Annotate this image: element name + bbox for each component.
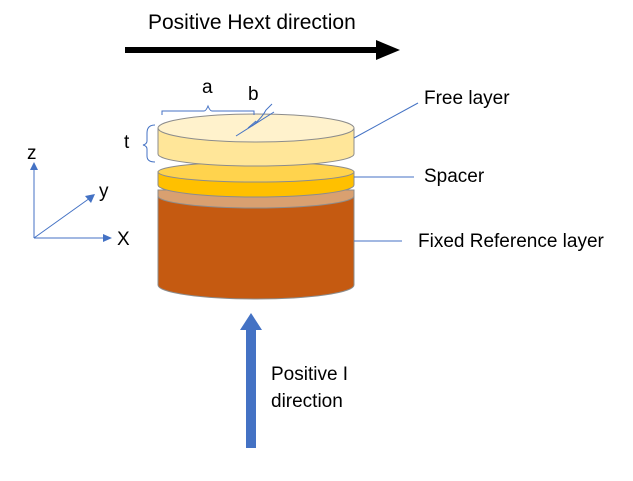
current-arrow-head — [240, 313, 262, 330]
free-layer-leader — [353, 102, 419, 139]
spacer-layer — [157, 161, 355, 198]
y-axis-label: y — [99, 181, 109, 202]
dimension-b-label: b — [248, 84, 259, 105]
fixed-reference-layer-label: Fixed Reference layer — [418, 231, 604, 252]
current-direction-label-line2: direction — [271, 391, 343, 412]
dimension-t-label: t — [124, 132, 130, 153]
fixed-reference-layer — [157, 194, 355, 300]
current-arrow-shaft — [246, 328, 256, 448]
current-direction-label-line1: Positive I — [271, 364, 349, 385]
dimension-marks — [142, 103, 275, 163]
dimension-a-label: a — [202, 77, 213, 98]
hext-direction-label: Positive Hext direction — [148, 11, 356, 34]
spacer-label: Spacer — [424, 166, 485, 187]
x-axis-label: X — [117, 229, 130, 250]
free-layer-label: Free layer — [424, 88, 510, 109]
hext-arrow-head — [376, 40, 400, 60]
coordinate-axes — [30, 162, 112, 242]
free-layer — [157, 113, 355, 167]
z-axis-label: z — [27, 143, 37, 164]
